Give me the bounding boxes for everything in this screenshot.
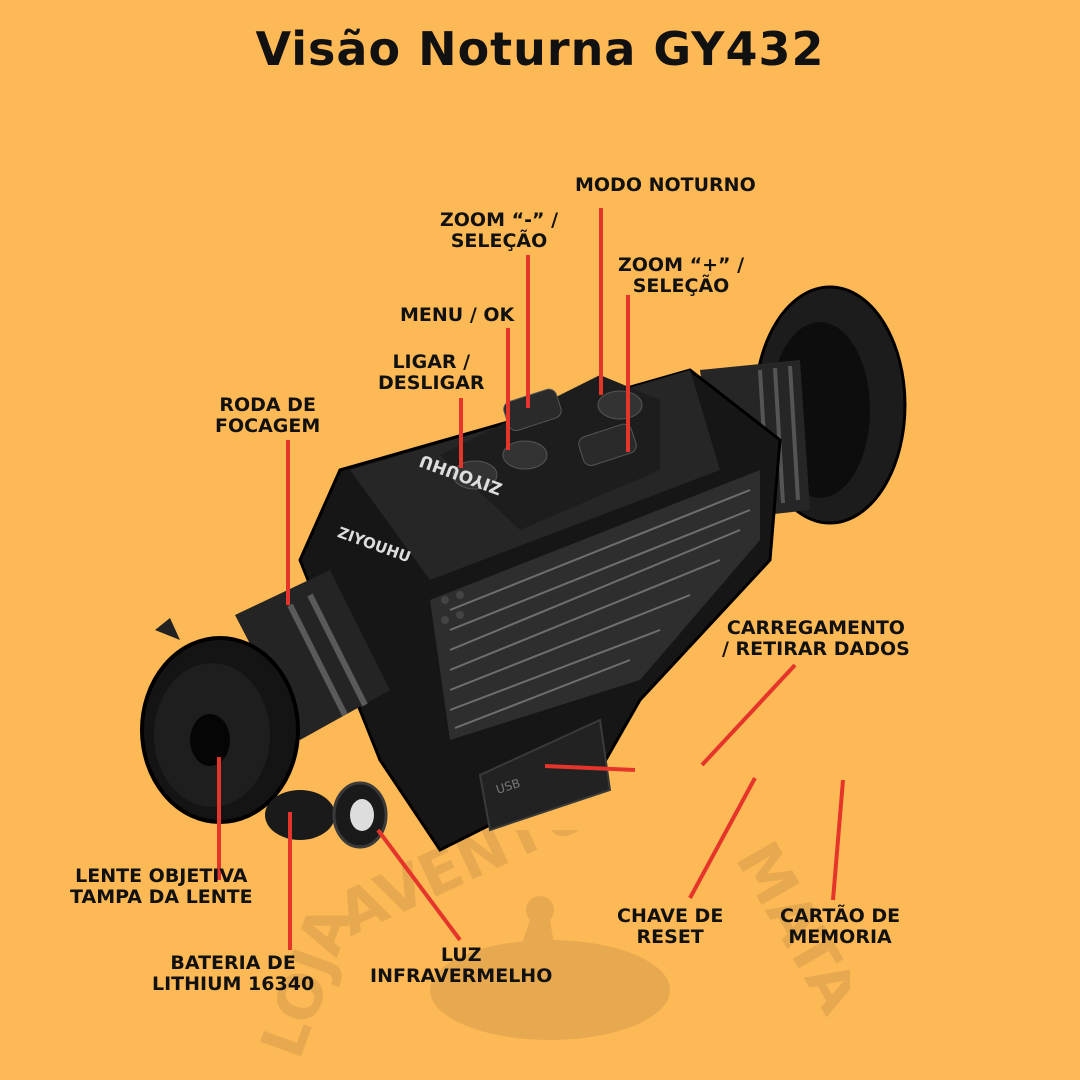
night-mode-button <box>597 390 643 420</box>
label-zoom-minus: Zoom “-” /Seleção <box>440 209 559 252</box>
label-carregamento: Carregamento/ Retirar Dados <box>722 617 910 660</box>
callout-lines <box>217 208 845 950</box>
zoom-plus-button <box>578 423 637 467</box>
line-chave <box>688 777 757 899</box>
carbon-texture <box>430 470 760 740</box>
label-chave-reset: Chave deReset <box>617 905 724 948</box>
objective-lens <box>190 714 230 766</box>
usb-cover <box>478 718 612 832</box>
page-title: Visão Noturna GY432 <box>255 22 825 76</box>
label-ligar-desligar: Ligar /Desligar <box>378 351 485 394</box>
label-cartao-memoria: Cartão deMemoria <box>780 905 901 948</box>
label-lente-objetiva: Lente ObjetivaTampa da Lente <box>70 865 253 908</box>
label-luz-infravermelho: LuzInfravermelho <box>370 944 553 987</box>
line-usb <box>544 764 636 772</box>
label-menu-ok: Menu / OK <box>400 304 515 326</box>
power-button <box>452 460 498 490</box>
label-zoom-plus: Zoom “+” /Seleção <box>618 254 745 297</box>
label-modo-noturno: Modo Noturno <box>575 174 756 196</box>
battery-cap <box>265 790 335 840</box>
line-luz <box>376 828 462 942</box>
label-roda-focagem: Roda deFocagem <box>215 394 321 437</box>
menu-button <box>502 440 548 470</box>
line-carregamento <box>700 663 797 767</box>
label-bateria: Bateria deLithium 16340 <box>152 952 315 995</box>
line-cartao <box>831 779 845 901</box>
